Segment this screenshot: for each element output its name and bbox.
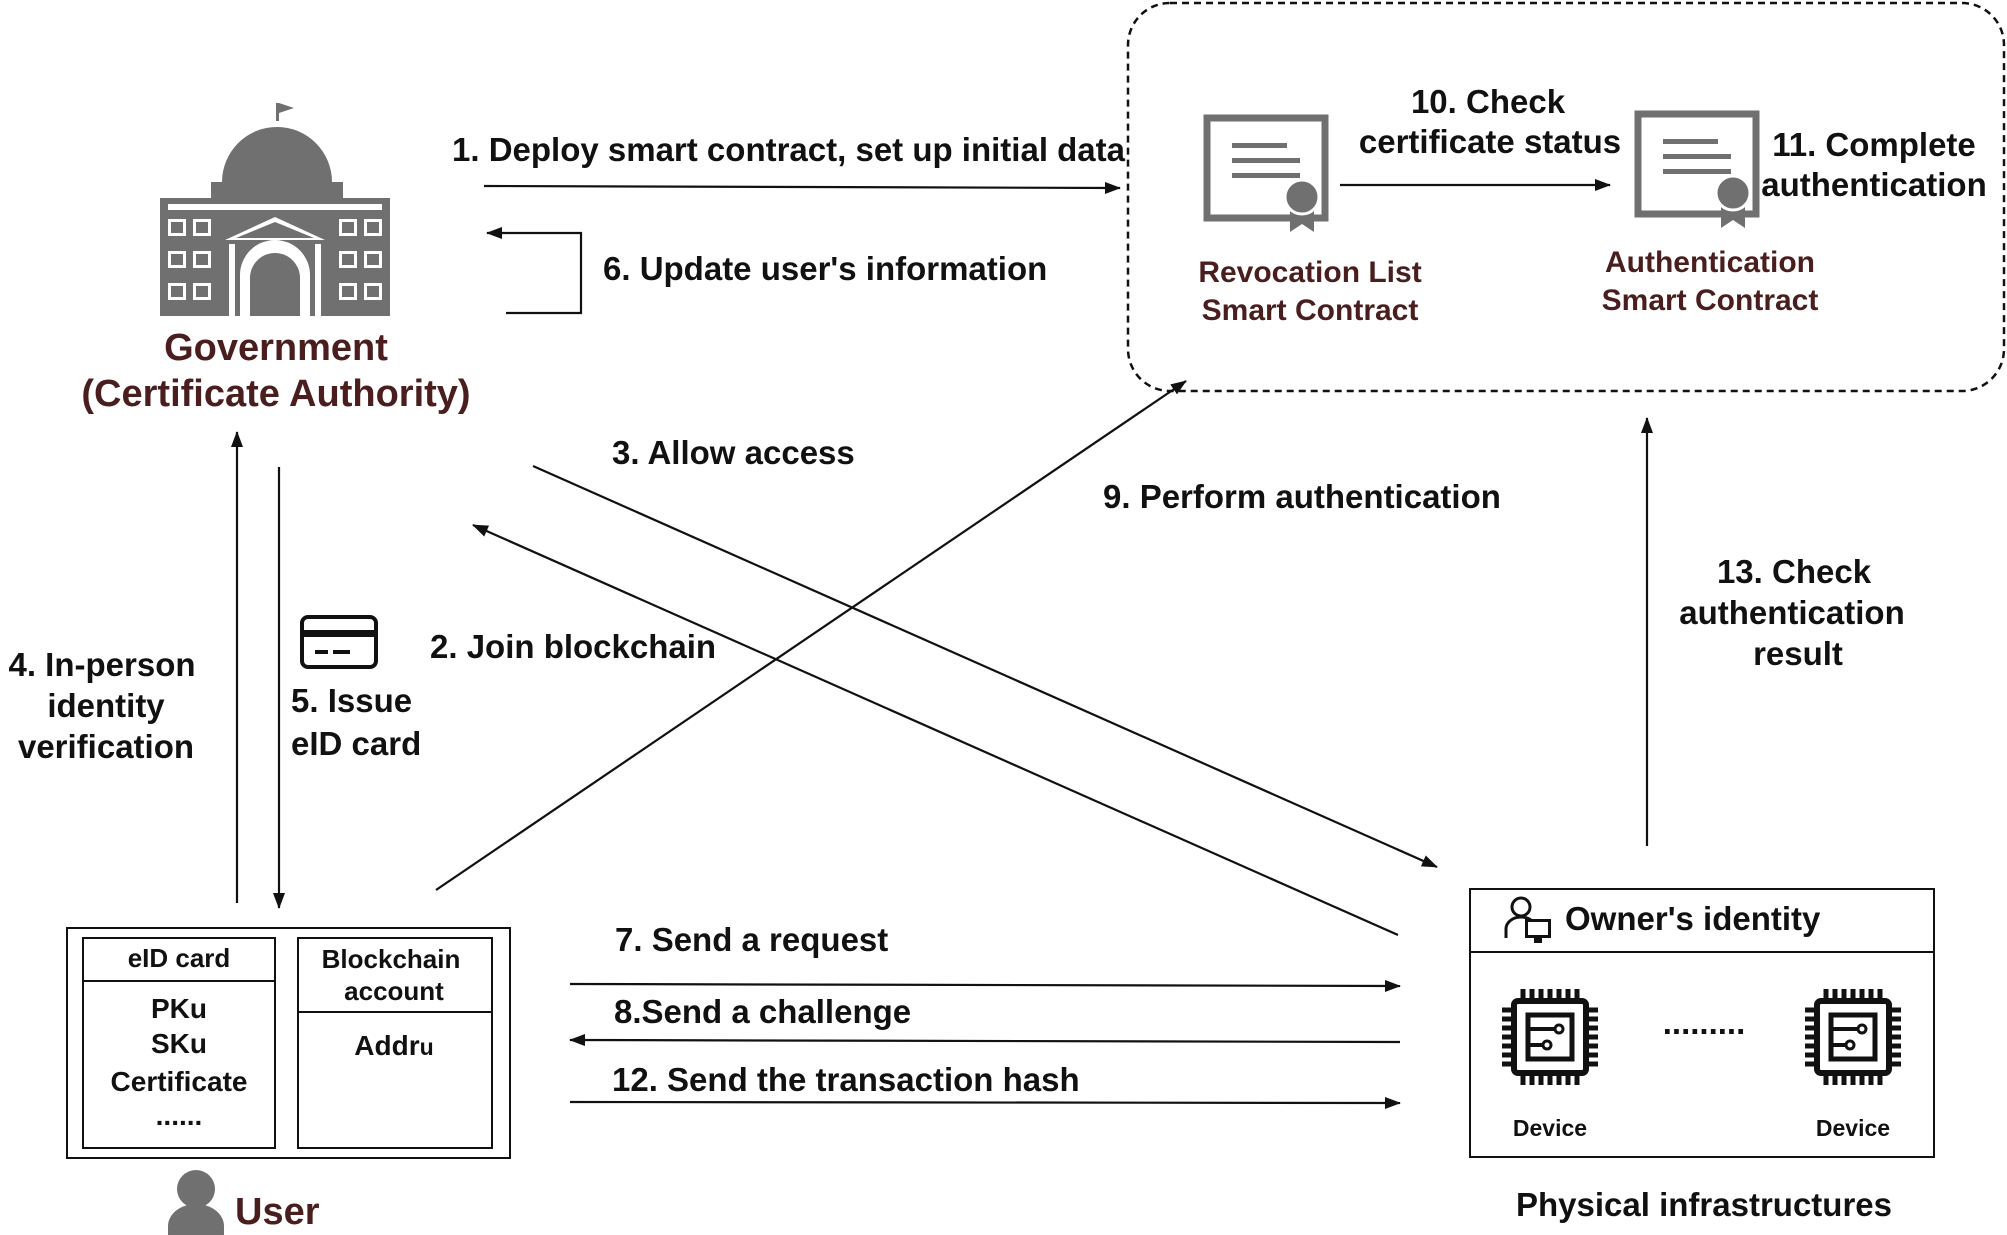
step-13-label: 13. Check xyxy=(1717,553,1872,590)
step-11-label-2: authentication xyxy=(1761,166,1987,203)
user-label: User xyxy=(235,1191,320,1233)
arrow-send-hash xyxy=(569,1096,1401,1109)
step-2-label: 2. Join blockchain xyxy=(430,628,716,665)
step-9-label: 9. Perform authentication xyxy=(1103,478,1501,515)
step-13-label-3: result xyxy=(1753,635,1843,672)
arrow-send-challenge xyxy=(569,1034,1401,1047)
authentication-contract-label-2: Smart Contract xyxy=(1602,284,1819,317)
account-header-2: account xyxy=(344,976,444,1006)
device-label: Device xyxy=(1513,1115,1587,1141)
step-10-label-2: certificate status xyxy=(1359,123,1621,160)
step-4-label-2: identity xyxy=(47,687,165,724)
arrow-deploy xyxy=(483,181,1121,194)
step-8-label: 8.Send a challenge xyxy=(614,993,911,1030)
eid-card-header: eID card xyxy=(128,943,231,973)
step-1-label: 1. Deploy smart contract, set up initial… xyxy=(452,131,1126,168)
blockchain-account-panel xyxy=(297,937,493,1149)
step-13-label-2: authentication xyxy=(1679,594,1905,631)
chip-icon xyxy=(1805,989,1901,1085)
chip-icon xyxy=(1502,989,1598,1085)
blockchain-region xyxy=(1126,1,2006,393)
arrow-send-request xyxy=(569,979,1401,992)
step-11-label: 11. Complete xyxy=(1772,126,1976,163)
eid-item: PKu xyxy=(151,993,207,1024)
device-label: Device xyxy=(1816,1115,1890,1141)
government-label: Government xyxy=(164,327,388,369)
arrow-perform-authentication xyxy=(435,380,1187,891)
step-10-label: 10. Check xyxy=(1411,83,1566,120)
certificate-icon xyxy=(1203,114,1329,232)
revocation-contract-label: Revocation List xyxy=(1198,256,1421,289)
eid-item: Certificate xyxy=(111,1066,248,1097)
owner-identity-icon xyxy=(1504,896,1551,943)
arrow-join-blockchain xyxy=(472,523,1399,937)
step-3-label: 3. Allow access xyxy=(612,434,855,471)
step-12-label: 12. Send the transaction hash xyxy=(612,1061,1080,1098)
eid-card-panel xyxy=(82,937,276,1149)
step-5-label: 5. Issue xyxy=(291,682,412,719)
eid-item: ...... xyxy=(156,1100,203,1131)
step-6-label: 6. Update user's information xyxy=(603,250,1047,287)
account-address: Addru xyxy=(354,1030,433,1061)
arrow-allow-access xyxy=(532,464,1438,869)
step-4-label: 4. In-person xyxy=(8,646,195,683)
step-5-label-2: eID card xyxy=(291,725,421,762)
step-7-label: 7. Send a request xyxy=(615,921,888,958)
device-ellipsis: ......... xyxy=(1663,1004,1746,1041)
physical-infrastructures-label: Physical infrastructures xyxy=(1516,1186,1892,1223)
government-building-icon xyxy=(160,103,390,316)
certificate-authority-label: (Certificate Authority) xyxy=(81,373,470,415)
owner-identity-label: Owner's identity xyxy=(1565,900,1821,937)
eid-item: SKu xyxy=(151,1028,207,1059)
certificate-icon xyxy=(1634,110,1760,228)
revocation-contract-label-2: Smart Contract xyxy=(1202,294,1419,327)
user-icon xyxy=(168,1170,224,1235)
account-header: Blockchain xyxy=(322,944,461,974)
arrow-update xyxy=(486,227,583,315)
id-card-icon xyxy=(300,615,378,669)
authentication-contract-label: Authentication xyxy=(1605,246,1815,279)
step-4-label-3: verification xyxy=(18,728,194,765)
